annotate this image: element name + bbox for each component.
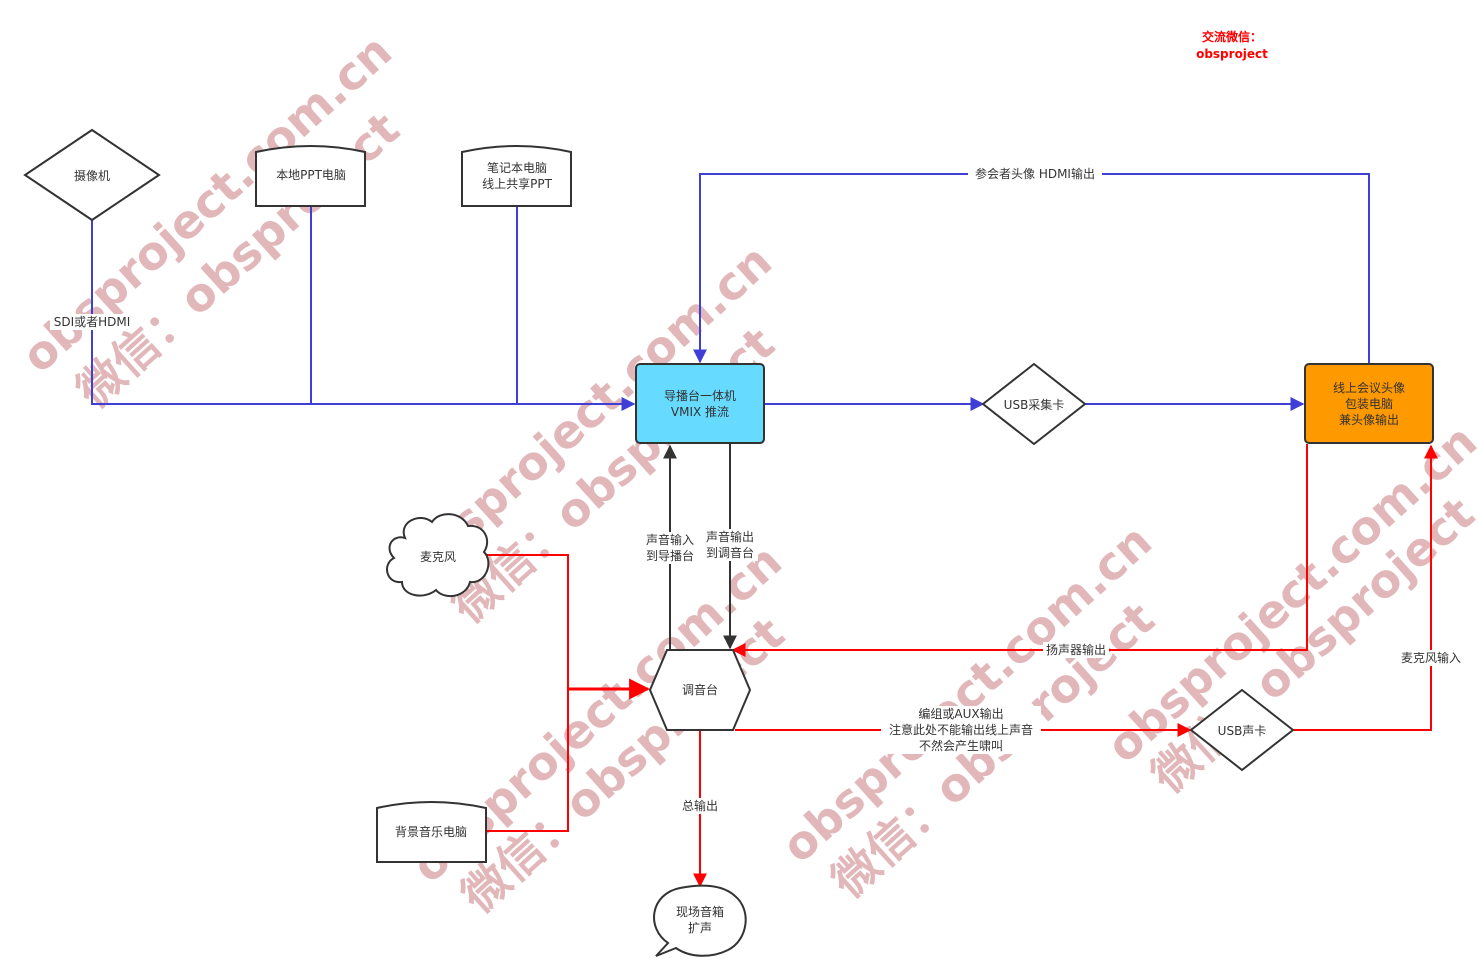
label-attendee-hdmi-out: 参会者头像 HDMI输出 — [975, 166, 1095, 181]
label-mic-in: 麦克风输入 — [1401, 650, 1461, 665]
node-usb-capture-label: USB采集卡 — [1004, 397, 1065, 412]
label-aux-out-3: 不然会产生啸叫 — [919, 738, 1003, 753]
node-switcher-label-2: VMIX 推流 — [671, 405, 729, 419]
node-speakers-label-2: 扩声 — [688, 921, 712, 935]
edge-microphone-to-mixer[interactable] — [487, 554, 569, 689]
node-conference-label-1: 线上会议头像 — [1333, 381, 1405, 395]
node-microphone[interactable]: 麦克风 — [386, 513, 490, 598]
cloud-shape — [386, 513, 490, 598]
contact-info: 交流微信： obsproject — [1196, 29, 1268, 61]
label-speaker-out: 扬声器输出 — [1046, 642, 1106, 657]
node-bgm-pc[interactable]: 背景音乐电脑 — [376, 801, 487, 863]
watermark-layer: obsproject.com.cn 微信：obsproject obsproje… — [11, 24, 1478, 924]
node-switcher[interactable]: 导播台一体机 VMIX 推流 — [635, 363, 765, 444]
watermark-site: obsproject.com.cn — [771, 514, 1162, 873]
node-laptop-label-1: 笔记本电脑 — [487, 160, 547, 175]
node-laptop[interactable]: 笔记本电脑 线上共享PPT — [461, 145, 572, 207]
label-audio-to-switcher-1: 声音输入 — [646, 532, 694, 547]
label-audio-to-mixer-2: 到调音台 — [706, 545, 754, 560]
node-mixer-label: 调音台 — [682, 682, 718, 697]
node-conference-pc[interactable]: 线上会议头像 包装电脑 兼头像输出 — [1304, 363, 1434, 444]
display-shape — [376, 801, 487, 863]
label-sdi-hdmi: SDI或者HDMI — [54, 315, 131, 329]
display-shape — [255, 145, 366, 207]
label-audio-to-switcher-2: 到导播台 — [646, 548, 694, 563]
node-mixer[interactable]: 调音台 — [648, 649, 752, 731]
conference-box — [1304, 363, 1434, 444]
contact-wechat-id: obsproject — [1196, 47, 1268, 61]
node-conference-label-2: 包装电脑 — [1345, 397, 1393, 411]
label-aux-out-1: 编组或AUX输出 — [918, 706, 1003, 721]
node-bgm-label: 背景音乐电脑 — [395, 824, 467, 839]
node-local-ppt-pc[interactable]: 本地PPT电脑 — [255, 145, 366, 207]
watermark-site: obsproject.com.cn — [1096, 414, 1478, 773]
label-main-out: 总输出 — [682, 798, 718, 813]
display-shape — [461, 145, 572, 207]
hexagon-shape — [648, 649, 752, 731]
edge-camera-to-switcher[interactable] — [91, 220, 636, 411]
node-usb-soundcard[interactable]: USB声卡 — [1189, 688, 1295, 772]
node-conference-label-3: 兼头像输出 — [1339, 412, 1399, 427]
diamond-shape — [23, 128, 161, 222]
switcher-box — [635, 363, 765, 444]
node-local-ppt-label: 本地PPT电脑 — [276, 168, 346, 182]
node-camera-label: 摄像机 — [74, 168, 110, 183]
node-microphone-label: 麦克风 — [420, 550, 456, 564]
node-speakers-label-1: 现场音箱 — [676, 904, 724, 919]
edge-soundcard-mic-in[interactable] — [1293, 444, 1438, 731]
watermark-wechat: 微信：obsproject — [1140, 486, 1478, 803]
node-laptop-label-2: 线上共享PPT — [482, 176, 552, 191]
contact-label: 交流微信： — [1202, 29, 1262, 44]
edge-labels: SDI或者HDMI 参会者头像 HDMI输出 声音输入 到导播台 声音输出 到调… — [50, 166, 1464, 814]
node-speakers[interactable]: 现场音箱 扩声 — [653, 884, 747, 957]
edge-conference-speaker-out[interactable] — [731, 444, 1308, 657]
node-switcher-label-1: 导播台一体机 — [664, 388, 736, 403]
edge-bgm-to-mixer[interactable] — [486, 689, 569, 832]
edge-conference-to-switcher[interactable] — [693, 173, 1370, 364]
node-camera[interactable]: 摄像机 — [23, 128, 161, 222]
diamond-shape — [981, 362, 1087, 446]
node-usb-soundcard-label: USB声卡 — [1218, 724, 1267, 738]
label-aux-out-2: 注意此处不能输出线上声音 — [889, 722, 1033, 737]
label-audio-to-mixer-1: 声音输出 — [706, 529, 754, 544]
diamond-shape — [1189, 688, 1295, 772]
callout-shape — [653, 884, 747, 957]
node-usb-capture[interactable]: USB采集卡 — [981, 362, 1087, 446]
